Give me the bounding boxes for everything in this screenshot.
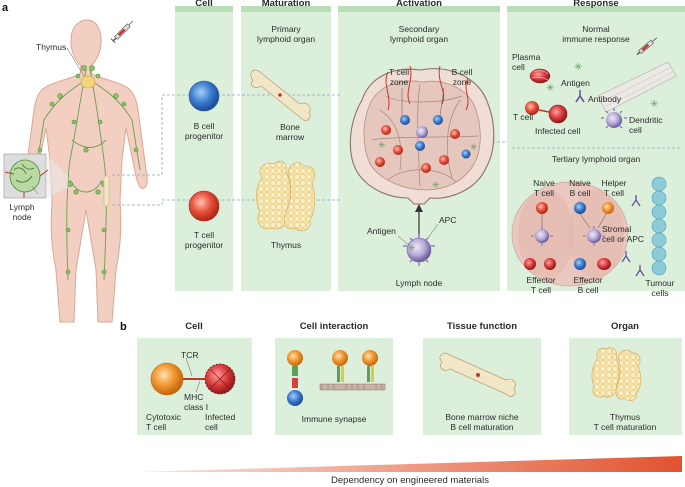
thymus-image — [256, 160, 316, 232]
svg-text:✳: ✳ — [432, 180, 440, 190]
organ-thymus-image — [591, 347, 642, 401]
plasma-cell — [529, 68, 551, 84]
response-header: Response — [573, 0, 619, 9]
human-body — [24, 19, 148, 323]
svg-text:✳: ✳ — [574, 62, 582, 73]
b-cell-header: Cell — [185, 321, 203, 332]
t-cell-response-label: T cell — [513, 112, 534, 122]
syringe-icon — [110, 20, 134, 44]
antigen-response-label: Antigen — [561, 78, 590, 88]
antibody-label: Antibody — [588, 94, 622, 104]
maturation-column — [241, 6, 331, 291]
b-cell-progenitor-label: B cell progenitor — [184, 121, 224, 141]
t-cell-zone-label: T cell zone — [388, 67, 410, 87]
bone-marrow-niche-image — [439, 352, 516, 397]
bone-marrow-image — [250, 69, 311, 121]
antibody-icon — [575, 90, 585, 103]
dependency-gradient-arrow — [137, 456, 682, 472]
tcr-label: TCR — [181, 350, 199, 360]
maturation-header: Maturation — [261, 0, 311, 9]
svg-text:✳: ✳ — [470, 142, 478, 152]
effector-b-cell-label: Effector B cell — [573, 275, 603, 295]
b-tissue-header: Tissue function — [446, 321, 518, 332]
antigen-activation-label: Antigen — [367, 226, 396, 236]
b-interaction-header: Cell interaction — [299, 321, 369, 332]
apc-cell: ✳ — [403, 234, 435, 266]
maturation-header-bar — [241, 6, 331, 12]
normal-immune-label: Normal immune response — [562, 24, 630, 44]
cell-column — [175, 6, 233, 291]
t-cell-progenitor — [188, 190, 220, 222]
infected-cell-b-label: Infected cell — [205, 412, 236, 432]
apc-label: APC — [439, 215, 457, 225]
t-cell-progenitor-label: T cell progenitor — [184, 230, 224, 250]
secondary-lymphoid-label: Secondary lymphoid organ — [389, 24, 449, 44]
dendritic-cell — [601, 108, 627, 129]
thymus-organ-label: Thymus T cell maturation — [593, 412, 657, 432]
svg-text:✳: ✳ — [650, 99, 658, 110]
cytotoxic-t-cell-label: Cytotoxic T cell — [146, 412, 181, 432]
tissue-strip — [597, 61, 677, 113]
stromal-cell-label: Stromal cell or APC — [602, 224, 645, 244]
bone-marrow-label: Bone marrow — [275, 122, 305, 142]
activation-header: Activation — [396, 0, 442, 9]
tumour-cells — [651, 176, 667, 276]
secondary-lymphoid-organ: ✳ ✳ ✳ — [349, 65, 495, 205]
thymus-organ — [80, 75, 96, 89]
thymus-maturation-label: Thymus — [270, 240, 302, 250]
activation-header-bar — [338, 6, 500, 12]
helper-t-cell-label: Helper T cell — [601, 178, 627, 198]
panel-a-letter: a — [2, 2, 9, 14]
dependency-label: Dependency on engineered materials — [331, 475, 489, 486]
response-header-bar — [507, 6, 685, 12]
b-cell-progenitor — [188, 80, 220, 112]
lymph-node-body-label: Lymph node — [9, 202, 35, 222]
svg-text:✳: ✳ — [408, 243, 416, 253]
primary-lymphoid-label: Primary lymphoid organ — [256, 24, 316, 44]
panel-b-letter: b — [120, 321, 127, 333]
immune-synapse-illustration — [287, 350, 386, 406]
infected-cell-response — [548, 104, 568, 124]
mhc-label: MHC class I — [184, 392, 209, 412]
effector-t-cell-label: Effector T cell — [526, 275, 556, 295]
tumour-cells-label: Tumour cells — [645, 278, 675, 298]
b-cell-zone-label: B cell zone — [451, 67, 473, 87]
naive-b-cell-label: Naive B cell — [569, 178, 591, 198]
svg-text:✳: ✳ — [546, 83, 554, 94]
dendritic-cell-label: Dendritic cell — [629, 115, 663, 135]
tertiary-lymphoid-label: Tertiary lymphoid organ — [551, 154, 641, 164]
naive-t-cell-label: Naive T cell — [533, 178, 555, 198]
cell-header-bar — [175, 6, 233, 12]
bone-marrow-niche-label: Bone marrow niche B cell maturation — [445, 412, 519, 432]
dashed-connectors — [112, 94, 507, 206]
immune-synapse-label: Immune synapse — [301, 414, 367, 424]
cytotoxic-t-cell — [150, 362, 184, 396]
plasma-cell-label: Plasma cell — [512, 52, 541, 72]
lymph-node-activation-label: Lymph node — [395, 278, 443, 288]
infected-cell-response-label: Infected cell — [535, 126, 581, 136]
svg-text:✳: ✳ — [378, 140, 386, 150]
syringe-response-icon — [636, 37, 658, 56]
t-cell-response — [525, 101, 539, 115]
thymus-body-label: Thymus — [36, 42, 67, 52]
b-organ-header: Organ — [611, 321, 639, 332]
cell-header: Cell — [195, 0, 213, 9]
